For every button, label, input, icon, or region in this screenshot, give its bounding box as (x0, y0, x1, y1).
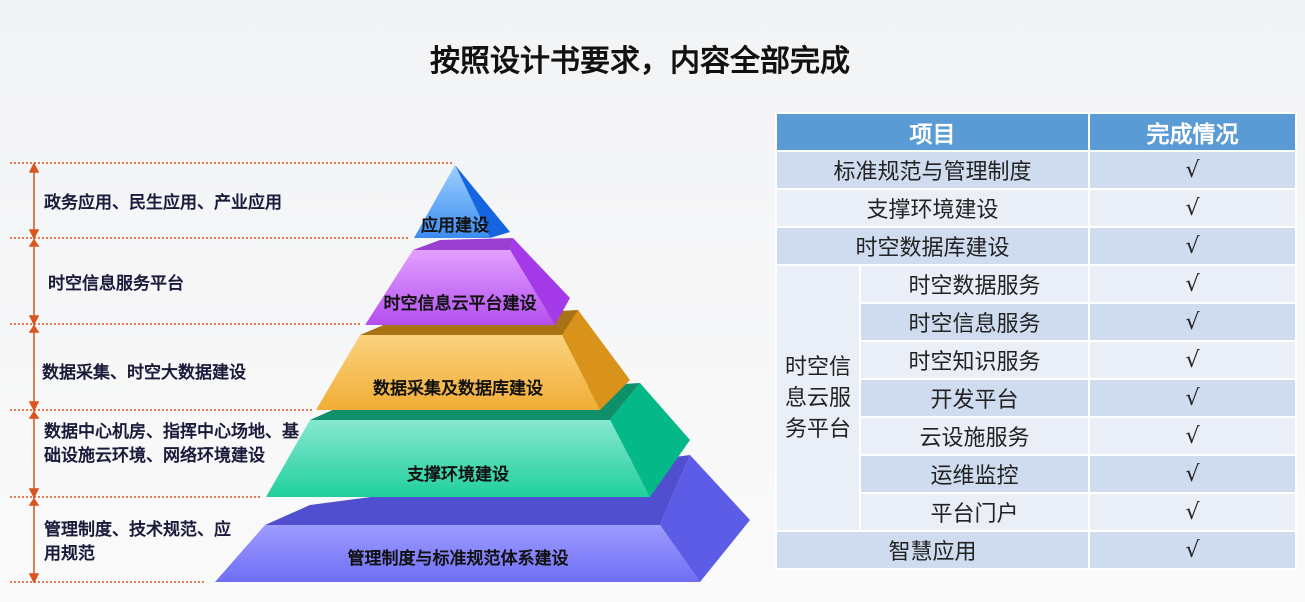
layer-1 (414, 165, 510, 238)
table-row: 支撑环境建设√ (775, 188, 1297, 228)
table-row: 时空信息服务√ (776, 302, 1297, 342)
table-row: 智慧应用√ (775, 530, 1297, 570)
left-label-3: 数据采集、时空大数据建设 (42, 363, 246, 383)
pyramid-label-5: 管理制度与标准规范体系建设 (347, 549, 569, 569)
pyramid-label-2: 时空信息云平台建设 (383, 294, 537, 314)
pyramid-label-1: 应用建设 (421, 216, 489, 236)
header-item: 项目 (775, 112, 1090, 152)
left-label-2: 时空信息服务平台 (48, 274, 184, 294)
pyramid-label-4: 支撑环境建设 (407, 465, 509, 485)
left-label-5: 管理制度、技术规范、应用规范 (44, 520, 231, 564)
table-row: 云设施服务√ (776, 416, 1297, 456)
table-row: 标准规范与管理制度√ (775, 150, 1297, 190)
table-header: 项目完成情况 (775, 112, 1297, 152)
layer-2 (365, 238, 570, 325)
table-row: 时空数据库建设√ (775, 226, 1297, 266)
completion-table: 项目完成情况 标准规范与管理制度√ 支撑环境建设√ 时空数据库建设√ 时空信息云… (775, 112, 1297, 570)
pyramid-label-3: 数据采集及数据库建设 (373, 379, 543, 399)
table-row: 平台门户√ (776, 492, 1297, 532)
slide-title: 按照设计书要求，内容全部完成 (430, 44, 850, 79)
table-row: 时空知识服务√ (776, 340, 1297, 380)
pyramid-diagram (10, 162, 750, 584)
group-label: 时空信息云服务平台 (775, 264, 861, 532)
table-row: 运维监控√ (776, 454, 1297, 494)
header-status: 完成情况 (1088, 112, 1297, 152)
dotted-guides (10, 162, 452, 583)
left-label-1: 政务应用、民生应用、产业应用 (44, 193, 282, 213)
left-label-4: 数据中心机房、指挥中心场地、基础设施云环境、网络环境建设 (44, 422, 299, 466)
range-arrows (28, 162, 40, 584)
table-row: 开发平台√ (776, 378, 1297, 418)
table-row: 时空信息云服务平台时空数据服务√ (775, 264, 1297, 532)
